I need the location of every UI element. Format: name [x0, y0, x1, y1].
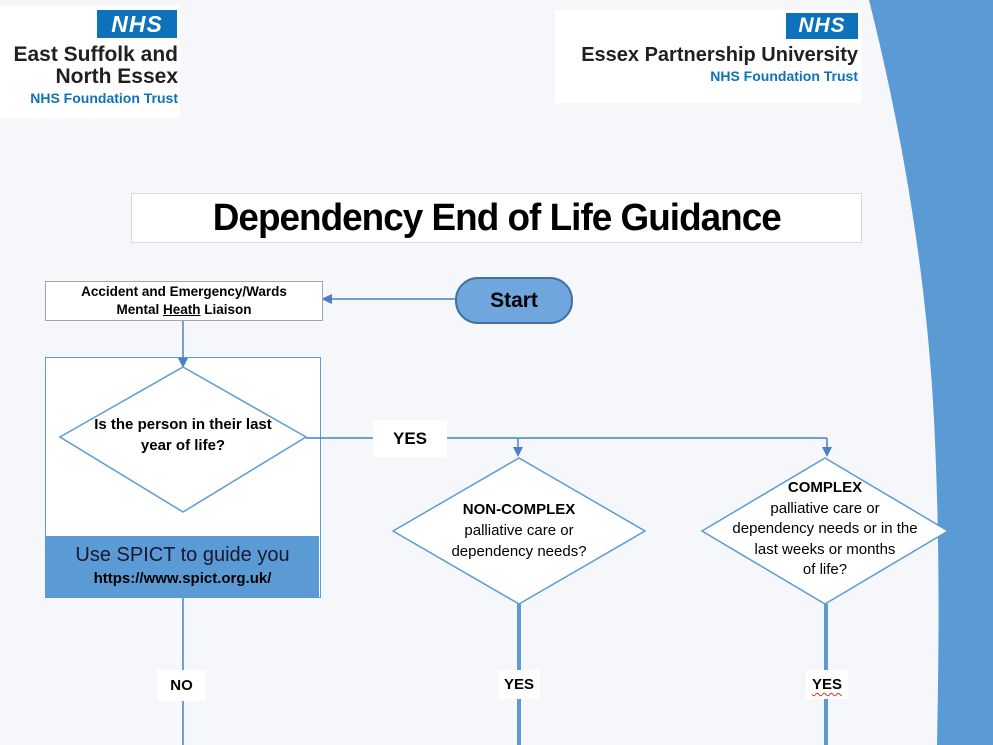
decision-last-year-text: Is the person in their last year of life… [73, 414, 293, 456]
yes-bottom-left-label: YES [498, 670, 540, 699]
decision-non-complex-text: NON-COMPLEX palliative care or dependenc… [424, 499, 614, 562]
complex-line4: of life? [802, 561, 848, 578]
spict-url-link[interactable]: https://www.spict.org.uk/ [93, 570, 272, 587]
background-curve [869, 0, 993, 745]
page-title-box: Dependency End of Life Guidance [131, 193, 862, 243]
non-complex-line2: dependency needs? [451, 543, 587, 560]
decision-complex-diamond [700, 457, 950, 605]
nhs-logo-right: NHS [786, 13, 858, 39]
entry-line2-underlined: Heath [162, 302, 201, 317]
decision-non-complex-diamond [391, 457, 647, 605]
entry-line2-post: Liaison [200, 302, 252, 317]
page-title: Dependency End of Life Guidance [212, 196, 782, 239]
right-logo-line1: Essex Partnership University [581, 44, 858, 66]
entry-box: Accident and Emergency/Wards Mental Heat… [45, 281, 323, 321]
no-label: NO [157, 670, 206, 701]
spict-caption: Use SPICT to guide you [75, 544, 290, 566]
start-to-entry-arrowhead [321, 294, 332, 304]
nhs-logo-right-text: NHS [798, 14, 846, 37]
complex-title: COMPLEX [787, 479, 863, 496]
decision-last-year-line2: year of life? [140, 437, 226, 454]
right-logo-text: Essex Partnership University NHS Foundat… [555, 44, 858, 86]
left-logo-line1: East Suffolk and [13, 43, 178, 66]
nhs-logo-left-text: NHS [111, 10, 163, 37]
left-logo-trust: NHS Foundation Trust [30, 90, 178, 106]
yes-branch-arrowhead-left [513, 447, 523, 457]
start-node: Start [455, 277, 573, 324]
entry-box-line2: Mental Heath Liaison [116, 301, 251, 319]
complex-line1: palliative care or [770, 499, 880, 517]
entry-line2-pre: Mental [116, 302, 163, 317]
entry-to-decision-arrowhead [178, 358, 188, 368]
yes-branch-arrowhead-right [822, 447, 832, 457]
non-complex-line1: palliative care or [464, 522, 574, 539]
decision-complex-text: COMPLEX palliative care or dependency ne… [700, 478, 950, 581]
complex-line2: dependency needs or in the [732, 520, 918, 537]
nhs-logo-left: NHS [97, 10, 177, 38]
left-logo-text: East Suffolk and North Essex NHS Foundat… [0, 44, 178, 108]
entry-box-line1: Accident and Emergency/Wards [81, 284, 287, 299]
right-logo-trust: NHS Foundation Trust [710, 68, 858, 84]
yes-top-text: YES [392, 428, 428, 448]
yes-bottom-right-text: YES [811, 676, 842, 693]
spict-strip: Use SPICT to guide you https://www.spict… [46, 536, 319, 597]
complex-line3: last weeks or months [754, 540, 896, 558]
left-logo-line2: North Essex [55, 65, 178, 88]
yes-bottom-left-text: YES [503, 676, 534, 693]
decision-last-year-diamond [58, 366, 308, 513]
no-text: NO [170, 677, 193, 694]
start-label: Start [490, 288, 538, 312]
decision-last-year-line1: Is the person in their last [94, 416, 272, 433]
yes-top-label: YES [373, 420, 447, 457]
non-complex-title: NON-COMPLEX [462, 501, 576, 518]
yes-bottom-right-label: YES [806, 670, 848, 699]
